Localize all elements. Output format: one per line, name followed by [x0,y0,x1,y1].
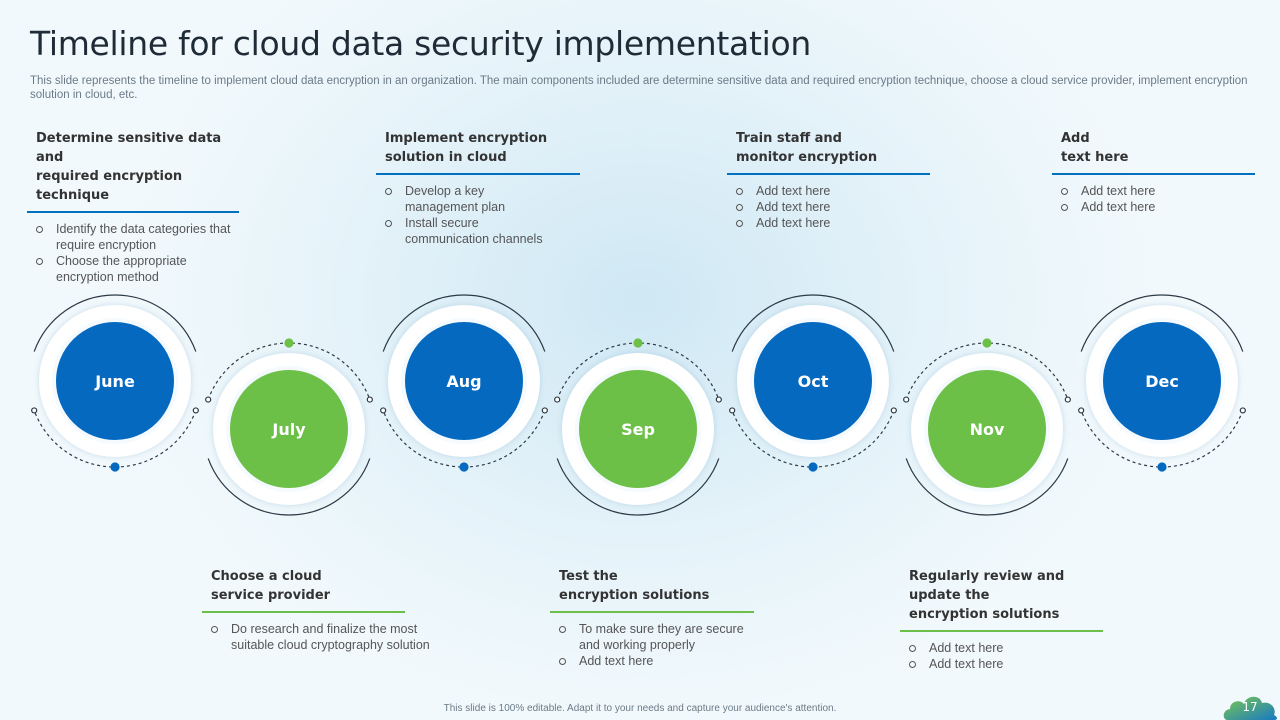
month-disc: Sep [575,366,701,492]
bullet-item: Do research and finalize the most suitab… [211,621,451,653]
node-dot [459,462,469,472]
footer-note: This slide is 100% editable. Adapt it to… [443,703,837,714]
outer-arc-solid [556,458,720,516]
bullet-item: Add text here [909,640,1103,656]
node-dot [110,462,120,472]
outer-arc-solid [207,458,371,516]
milestone-bullets: Identify the data categories that requir… [27,221,239,285]
outer-arc-solid [905,458,1069,516]
month-disc: Oct [750,318,876,444]
bullet-item: Identify the data categories that requir… [36,221,239,253]
outer-arc-solid [731,294,895,352]
arc-end-dot [380,407,387,414]
milestone-heading: Add text here [1052,129,1255,175]
slide-description: This slide represents the timeline to im… [30,75,1248,101]
month-node-june: June [39,305,191,457]
milestone-heading: Implement encryption solution in cloud [376,129,580,175]
milestone-bullets: Add text here Add text here [900,640,1103,672]
milestone-block-aug: Implement encryption solution in cloud D… [376,129,580,247]
bullet-item: To make sure they are secure and working… [559,621,754,653]
arc-end-dot [192,407,199,414]
arc-end-dot [554,396,561,403]
bullet-item: Add text here [559,653,754,669]
outer-arc-solid [33,294,197,352]
arc-end-dot [31,407,38,414]
bullet-item: Install secure communication channels [385,215,555,247]
month-node-nov: Nov [911,353,1063,505]
milestone-block-sep: Test the encryption solutions To make su… [550,567,754,669]
milestone-heading: Test the encryption solutions [550,567,754,613]
month-disc: Aug [401,318,527,444]
arc-end-dot [890,407,897,414]
month-node-july: July [213,353,365,505]
arc-end-dot [541,407,548,414]
month-node-aug: Aug [388,305,540,457]
milestone-heading: Determine sensitive data and required en… [27,129,239,213]
milestone-heading: Regularly review and update the encrypti… [900,567,1103,632]
milestone-heading: Choose a cloud service provider [202,567,405,613]
node-dot [633,338,643,348]
milestone-heading: Train staff and monitor encryption [727,129,930,175]
arc-end-dot [1078,407,1085,414]
outer-arc-solid [1080,294,1244,352]
arc-end-dot [366,396,373,403]
bullet-item: Add text here [736,183,930,199]
arc-end-dot [729,407,736,414]
milestone-block-nov: Regularly review and update the encrypti… [900,567,1103,672]
node-dot [284,338,294,348]
month-disc: Nov [924,366,1050,492]
month-node-dec: Dec [1086,305,1238,457]
bullet-item: Add text here [1061,199,1255,215]
bullet-item: Add text here [909,656,1103,672]
page-number: 17 [1242,700,1258,714]
bullet-item: Add text here [736,199,930,215]
arc-end-dot [903,396,910,403]
milestone-bullets: Add text here Add text here Add text her… [727,183,930,231]
milestone-bullets: Develop a key management plan Install se… [376,183,580,247]
month-node-oct: Oct [737,305,889,457]
milestone-block-oct: Train staff and monitor encryption Add t… [727,129,930,231]
milestone-bullets: Add text here Add text here [1052,183,1255,215]
milestone-bullets: Do research and finalize the most suitab… [202,621,430,653]
outer-arc-solid [382,294,546,352]
bullet-item: Add text here [736,215,930,231]
month-disc: June [52,318,178,444]
bullet-item: Add text here [1061,183,1255,199]
bullet-item: Develop a key management plan [385,183,525,215]
milestone-block-july: Choose a cloud service provider Do resea… [202,567,430,653]
milestone-block-june: Determine sensitive data and required en… [27,129,239,285]
milestone-bullets: To make sure they are secure and working… [550,621,754,669]
node-dot [1157,462,1167,472]
page-title: Timeline for cloud data security impleme… [30,24,811,63]
cloud-icon [1223,696,1277,720]
node-dot [808,462,818,472]
arc-end-dot [1064,396,1071,403]
month-disc: July [226,366,352,492]
arc-end-dot [205,396,212,403]
bullet-item: Choose the appropriate encryption method [36,253,239,285]
month-disc: Dec [1099,318,1225,444]
node-dot [982,338,992,348]
month-node-sep: Sep [562,353,714,505]
arc-end-dot [1239,407,1246,414]
milestone-block-dec: Add text here Add text here Add text her… [1052,129,1255,215]
arc-end-dot [715,396,722,403]
